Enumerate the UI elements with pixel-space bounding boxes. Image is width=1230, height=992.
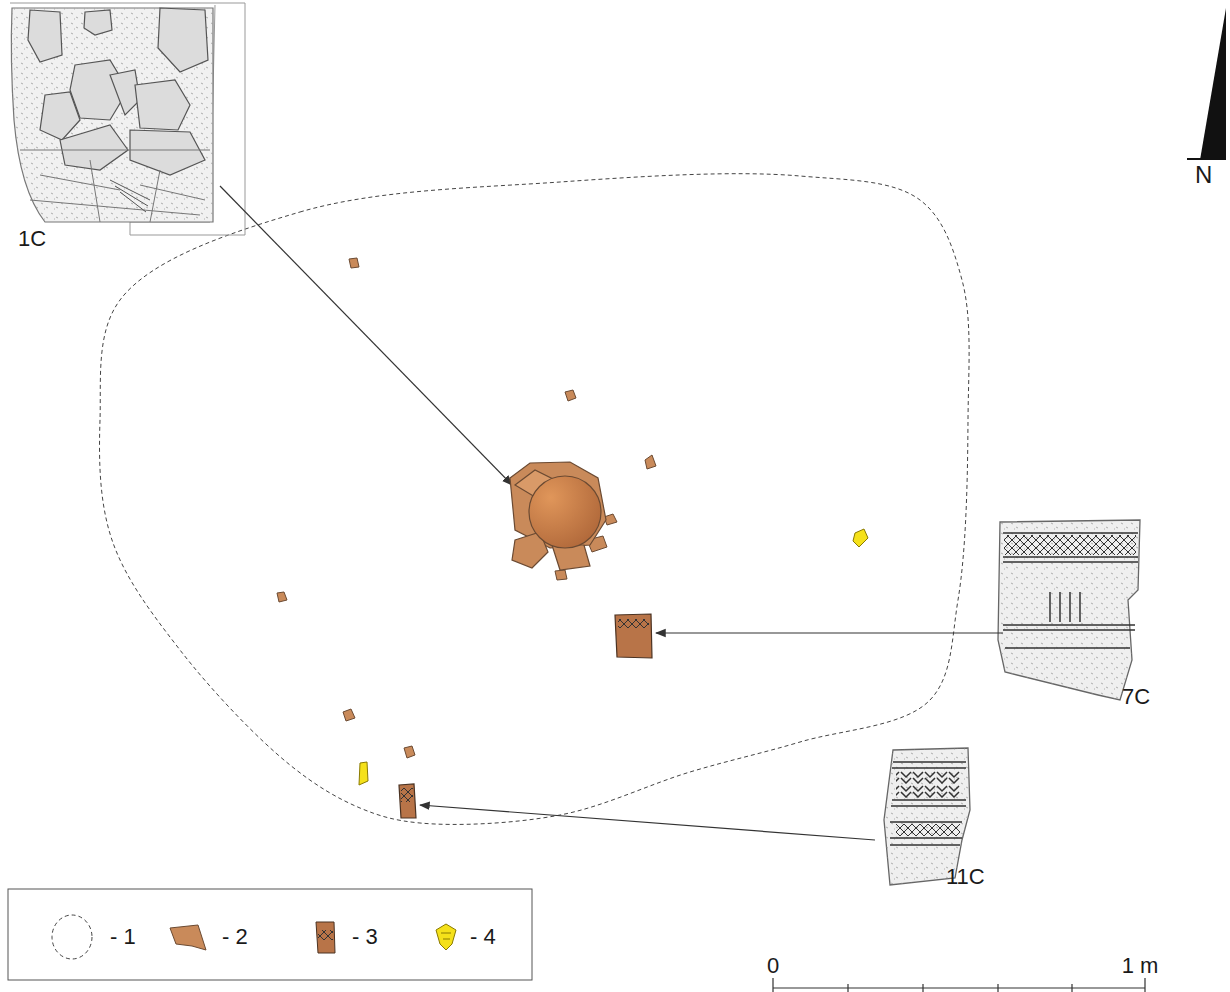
pit-outline [100, 174, 970, 825]
legend-text: - 4 [470, 926, 496, 948]
scale-label: 1 m [1122, 955, 1159, 977]
legend-text: - 3 [352, 926, 378, 948]
figure-label: 1C [18, 228, 46, 250]
legend-sample [436, 924, 456, 950]
north-label: N [1195, 163, 1212, 187]
ochre-piece [359, 529, 868, 785]
crushed-vessel [510, 462, 606, 570]
legend-sample [170, 925, 206, 950]
scale-label: 0 [767, 955, 779, 977]
legend-text: - 1 [110, 926, 136, 948]
legend-sample [52, 915, 92, 959]
sherd-drawing [998, 520, 1140, 700]
north-arrow [1187, 8, 1226, 160]
sherd [277, 258, 656, 758]
sherd-drawing [884, 748, 970, 885]
legend-sample [316, 922, 335, 953]
leader-line [220, 186, 1003, 840]
figure-label: 11C [946, 866, 985, 888]
scale-bar [773, 978, 1145, 992]
decorated-sherd [399, 614, 652, 818]
pit-outline [100, 174, 970, 825]
legend-box [8, 889, 532, 980]
vessel-drawing [10, 3, 245, 235]
figure-label: 7C [1122, 686, 1150, 708]
legend-text: - 2 [222, 926, 248, 948]
